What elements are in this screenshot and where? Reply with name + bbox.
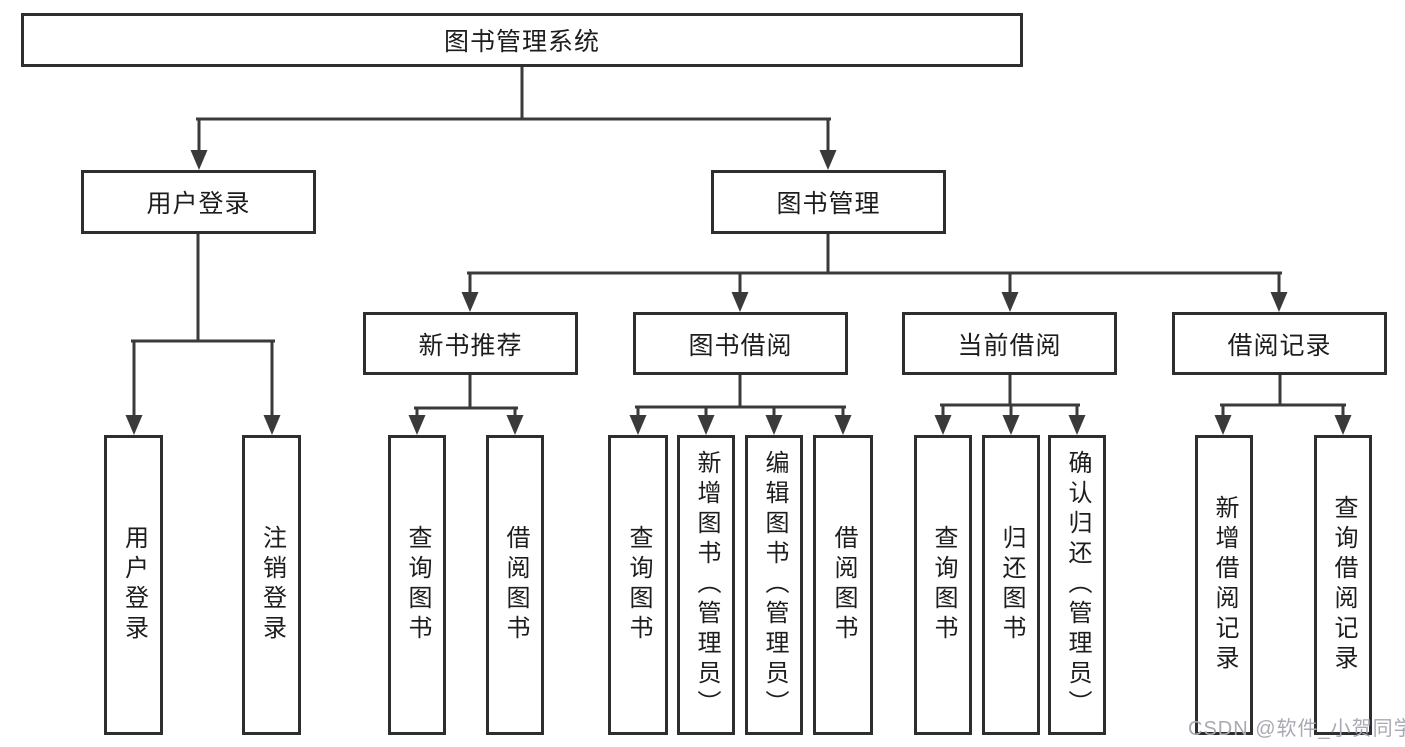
node-root-system: 图书管理系统 bbox=[21, 13, 1023, 67]
node-current-borrow: 当前借阅 bbox=[902, 312, 1117, 375]
leaf-query-books-current: 查询图书 bbox=[914, 435, 972, 735]
node-new-book-recommend: 新书推荐 bbox=[363, 312, 578, 375]
csdn-watermark: CSDN @软件_小贺同学 bbox=[1188, 718, 1405, 740]
leaf-query-books-recommend: 查询图书 bbox=[388, 435, 446, 735]
leaf-query-books-borrow: 查询图书 bbox=[608, 435, 668, 735]
node-book-borrow: 图书借阅 bbox=[633, 312, 848, 375]
leaf-borrow-books: 借阅图书 bbox=[813, 435, 873, 735]
node-book-management: 图书管理 bbox=[711, 170, 946, 234]
leaf-add-borrow-record: 新增借阅记录 bbox=[1195, 435, 1253, 735]
leaf-borrow-books-recommend: 借阅图书 bbox=[486, 435, 544, 735]
leaf-user-login: 用户登录 bbox=[104, 435, 163, 735]
leaf-add-books-admin: 新增图书（管理员） bbox=[677, 435, 735, 735]
leaf-logout: 注销登录 bbox=[242, 435, 301, 735]
leaf-edit-books-admin: 编辑图书（管理员） bbox=[745, 435, 803, 735]
node-user-login: 用户登录 bbox=[81, 170, 316, 234]
leaf-confirm-return-admin: 确认归还（管理员） bbox=[1048, 435, 1106, 735]
leaf-return-books: 归还图书 bbox=[982, 435, 1040, 735]
node-borrow-records: 借阅记录 bbox=[1172, 312, 1387, 375]
leaf-query-borrow-record: 查询借阅记录 bbox=[1314, 435, 1372, 735]
